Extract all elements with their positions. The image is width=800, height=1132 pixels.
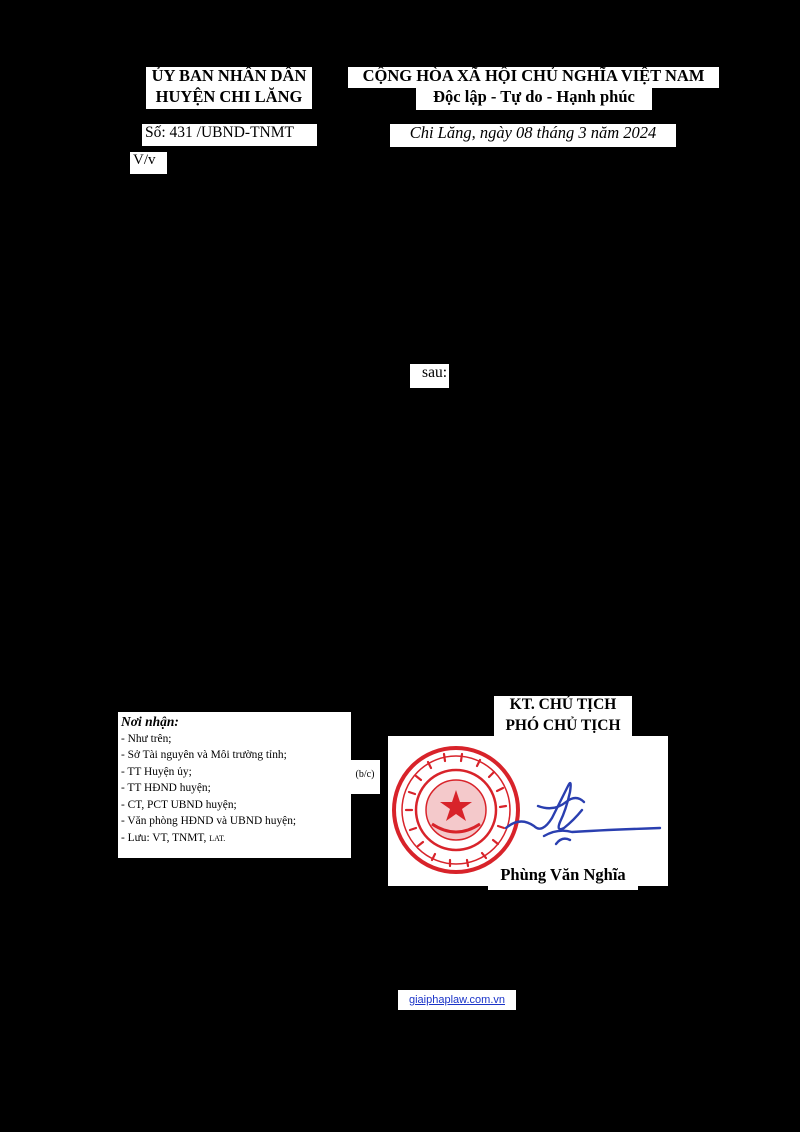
national-title: CỘNG HÒA XÃ HỘI CHỦ NGHĨA VIỆT NAM [348, 66, 719, 88]
recipients-block: Nơi nhận: - Như trên; - Sở Tài nguyên và… [118, 712, 351, 858]
body-text-fragment: sau: [410, 364, 449, 388]
recipient-archive: - Lưu: VT, TNMT, [121, 832, 207, 845]
bc-note: (b/c) [350, 760, 380, 794]
issuing-authority-line2: HUYỆN CHI LĂNG [146, 87, 312, 109]
footer-website-link[interactable]: giaiphaplaw.com.vn [398, 990, 516, 1010]
recipient-item: - CT, PCT UBND huyện; [121, 798, 237, 811]
issuing-authority-line1: ỦY BAN NHÂN DÂN [146, 66, 312, 88]
recipient-item: - TT Huyện ủy; [121, 765, 192, 778]
signer-name: Phùng Văn Nghĩa [488, 865, 638, 890]
document-number: Số: 431 /UBND-TNMT [142, 124, 317, 146]
place-and-date: Chi Lăng, ngày 08 tháng 3 năm 2024 [390, 123, 676, 147]
recipient-item: - Sở Tài nguyên và Môi trường tỉnh; [121, 749, 287, 762]
national-motto: Độc lập - Tự do - Hạnh phúc [416, 87, 652, 110]
signer-title-line1: KT. CHỦ TỊCH [494, 696, 632, 717]
seal-and-signature [388, 736, 668, 886]
recipient-item: - Như trên; [121, 732, 172, 745]
recipients-heading: Nơi nhận: [121, 714, 179, 729]
recipient-item: - Văn phòng HĐND và UBND huyện; [121, 815, 297, 828]
recipient-initials: LAT. [209, 834, 226, 844]
subject-fragment: V/v [130, 152, 167, 174]
recipient-item: - TT HĐND huyện; [121, 782, 211, 795]
recipient-item-last: - Lưu: VT, TNMT, LAT. [121, 830, 351, 848]
signer-title-line2: PHÓ CHỦ TỊCH [494, 717, 632, 738]
official-seal-icon [392, 746, 662, 874]
